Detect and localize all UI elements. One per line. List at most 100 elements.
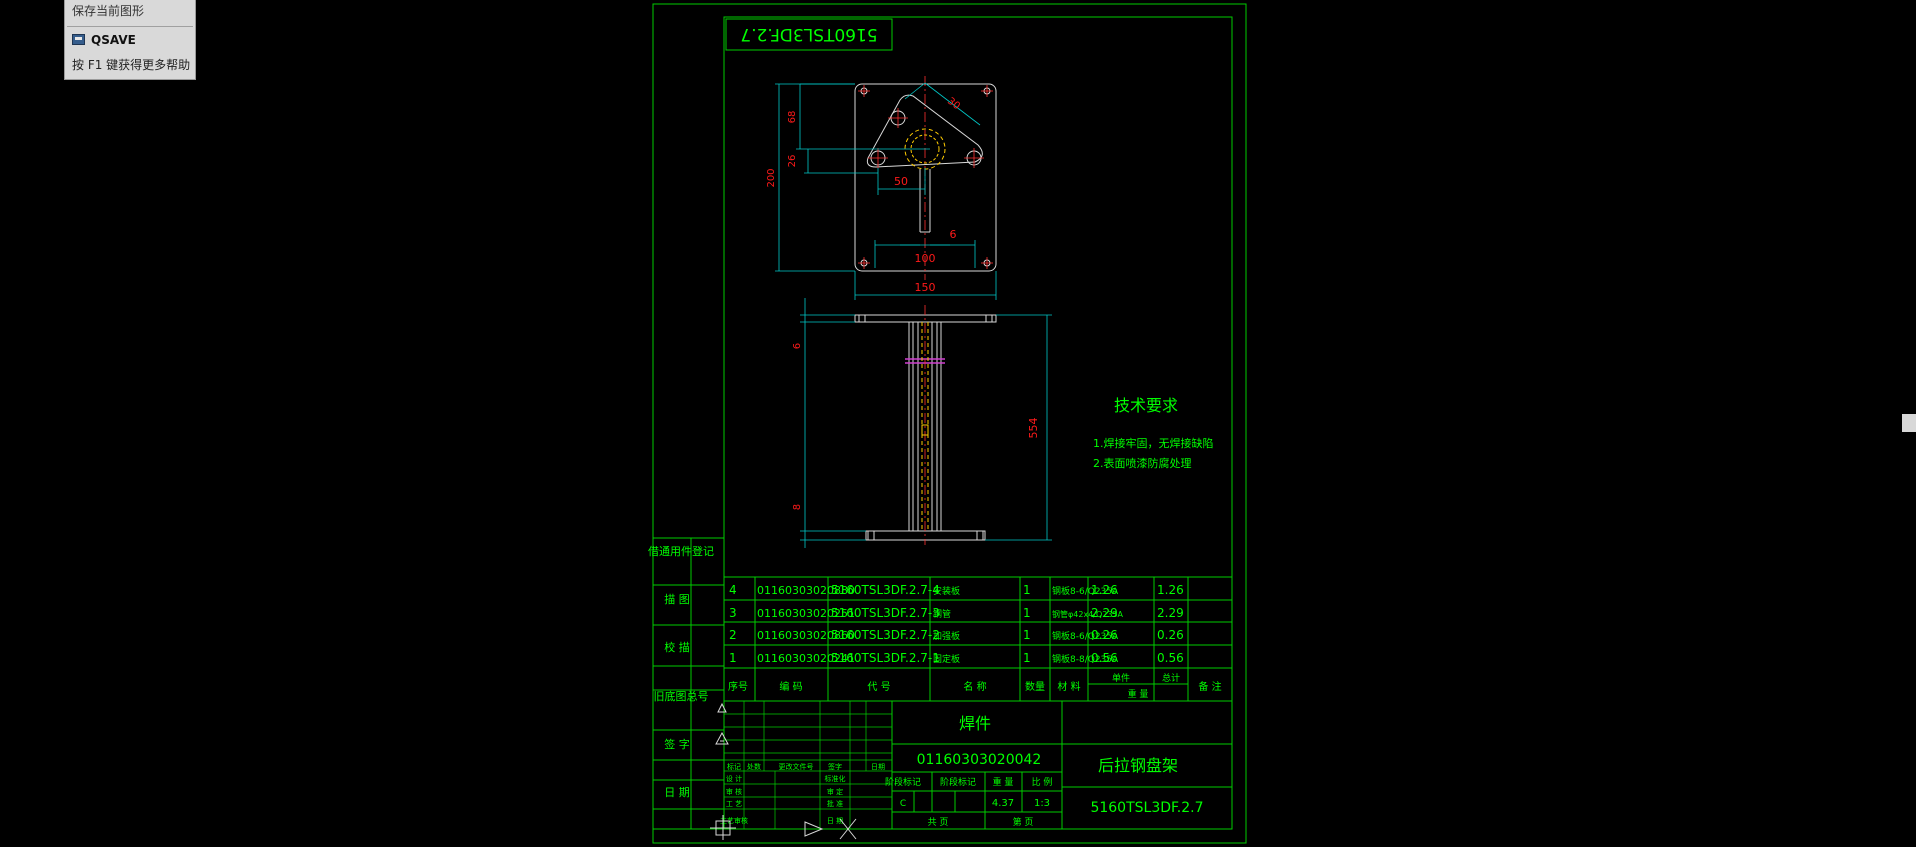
bom-header-cell: 总计: [1162, 672, 1180, 684]
tooltip-command: QSAVE: [91, 33, 136, 47]
bom-cell: 3: [729, 606, 737, 620]
dim-6-top: 6: [950, 228, 957, 241]
drawing-number: 5160TSL3DF.2.7: [1090, 800, 1203, 816]
tooltip-help: 按 F1 键获得更多帮助: [72, 58, 191, 72]
bom-cell: 钢管: [933, 608, 951, 620]
role-label: 工 艺: [726, 800, 742, 808]
sig-header: 更改文件号: [779, 762, 814, 771]
bom-header-cell: 重 量: [1128, 688, 1149, 700]
bom-cell: 1: [1023, 606, 1031, 620]
role-label: 审 定: [827, 787, 843, 796]
bom-header-cell: 编 码: [779, 680, 802, 693]
bom-cell: 钢板8-8/Q235A: [1052, 653, 1119, 665]
sig-header: 日期: [871, 763, 885, 771]
bom-cell: 01160303020241: [757, 652, 855, 665]
bom-cell: 5160TSL3DF.2.7-4: [831, 583, 940, 597]
top-view: 68 26 200 50 30 150 100 6: [766, 76, 997, 300]
sig-header: 签字: [828, 762, 842, 771]
dim-68: 68: [787, 111, 798, 124]
bom-cell: 5160TSL3DF.2.7-1: [831, 651, 940, 665]
bom-cell: 钢板8-6/Q235A: [1052, 630, 1119, 642]
dim-30: 30: [945, 96, 962, 112]
front-view: 6 554 8: [792, 298, 1052, 548]
bom-cell: 1.26: [1157, 583, 1184, 597]
weight-label: 重 量: [993, 776, 1014, 788]
bom-cell: 1: [1023, 651, 1031, 665]
bom-cell: 0.56: [1157, 651, 1184, 665]
sheets-label: 共 页: [928, 817, 949, 828]
bom-table: 4 01160303020880 5160TSL3DF.2.7-4 安装板 1 …: [728, 583, 1222, 700]
sig-header: 处数: [747, 762, 761, 771]
table-row: 3 01160303020251 5160TSL3DF.2.7-3 钢管 1 钢…: [729, 606, 1184, 620]
vertical-scrollbar-thumb[interactable]: [1902, 414, 1916, 432]
part-code: 01160303020042: [917, 752, 1042, 768]
dim-150: 150: [915, 281, 936, 294]
bom-cell: 2.29: [1091, 606, 1118, 620]
role-label: 日 期: [827, 817, 843, 825]
scale-label: 比 例: [1032, 776, 1053, 788]
tech-note-1: 1.焊接牢固，无焊接缺陷: [1093, 436, 1214, 450]
bom-header-cell: 数量: [1025, 680, 1045, 693]
bom-cell: 固定板: [933, 653, 960, 665]
bom-header: 序号 编 码 代 号 名 称 数量 材 料 单件 总计 重 量 备 注: [728, 672, 1222, 700]
side-label: 签 字: [664, 737, 690, 751]
dim-50: 50: [894, 175, 908, 188]
tooltip-title: 保存当前图形: [72, 4, 145, 18]
bom-cell: 1.26: [1091, 583, 1118, 597]
role-label: 标准化: [825, 774, 846, 783]
ucs-icon: [710, 702, 857, 840]
table-row: 2 01160303020860 5160TSL3DF.2.7-2 加强板 1 …: [729, 628, 1184, 642]
weight-value: 4.37: [992, 798, 1014, 809]
sheet-label: 第 页: [1013, 816, 1034, 828]
bom-cell: 0.56: [1091, 651, 1118, 665]
bom-cell: 1: [1023, 583, 1031, 597]
stage-label: 阶段标记: [885, 776, 921, 788]
bom-cell: 1: [729, 651, 737, 665]
side-label: 借通用件登记: [648, 544, 714, 558]
dim-100: 100: [915, 252, 936, 265]
side-label: 旧底图总号: [654, 689, 709, 703]
tech-requirements-title: 技术要求: [1114, 396, 1178, 415]
bom-header-cell: 单件: [1112, 672, 1130, 684]
signature-grid: 标记 处数 更改文件号 签字 日期 设 计 审 核 工 艺 工艺审核 标准化 审…: [720, 762, 885, 825]
title-block: 焊件 01160303020042 后拉钢盘架 5160TSL3DF.2.7 阶…: [885, 714, 1204, 828]
tooltip-divider: [67, 26, 193, 27]
bom-header-cell: 材 料: [1057, 680, 1080, 693]
bom-cell: 钢管φ42x4/Q235A: [1052, 609, 1124, 619]
role-label: 批 准: [827, 799, 843, 808]
bom-cell: 01160303020880: [757, 584, 855, 597]
drawing-frame: [652, 3, 1247, 844]
side-label: 描 图: [664, 592, 690, 606]
bom-cell: 01160303020860: [757, 629, 855, 642]
bom-header-cell: 代 号: [867, 681, 890, 693]
bom-cell: 2.29: [1157, 606, 1184, 620]
bom-header-cell: 序号: [728, 680, 748, 693]
part-name: 后拉钢盘架: [1098, 756, 1178, 775]
scale-value: 1:3: [1034, 798, 1050, 809]
command-tooltip: 保存当前图形 QSAVE 按 F1 键获得更多帮助: [64, 0, 196, 80]
drawing-number-stamp: 5160TSL3DF.2.7: [740, 24, 877, 44]
stage-value: C: [900, 799, 906, 809]
tech-note-2: 2.表面喷漆防腐处理: [1093, 456, 1192, 470]
dim-200: 200: [766, 168, 777, 187]
bom-cell: 加强板: [933, 630, 960, 642]
role-label: 工艺审核: [720, 816, 748, 825]
stage-label-2: 阶段标记: [940, 776, 976, 788]
table-row: 1 01160303020241 5160TSL3DF.2.7-1 固定板 1 …: [729, 651, 1184, 665]
bom-cell: 0.26: [1157, 628, 1184, 642]
bom-cell: 1: [1023, 628, 1031, 642]
role-label: 设 计: [726, 774, 742, 783]
bom-cell: 安装板: [933, 585, 960, 597]
sig-header: 标记: [727, 762, 741, 771]
dim-8: 8: [792, 504, 803, 510]
dim-6-front: 6: [792, 343, 803, 349]
side-label: 日 期: [664, 786, 690, 799]
dim-554: 554: [1027, 418, 1040, 439]
table-row: 4 01160303020880 5160TSL3DF.2.7-4 安装板 1 …: [729, 583, 1184, 597]
dim-26: 26: [787, 155, 798, 168]
bom-header-cell: 备 注: [1198, 680, 1221, 693]
save-disk-icon: [72, 34, 85, 45]
side-label: 校 描: [664, 640, 690, 654]
bom-cell: 4: [729, 583, 737, 597]
